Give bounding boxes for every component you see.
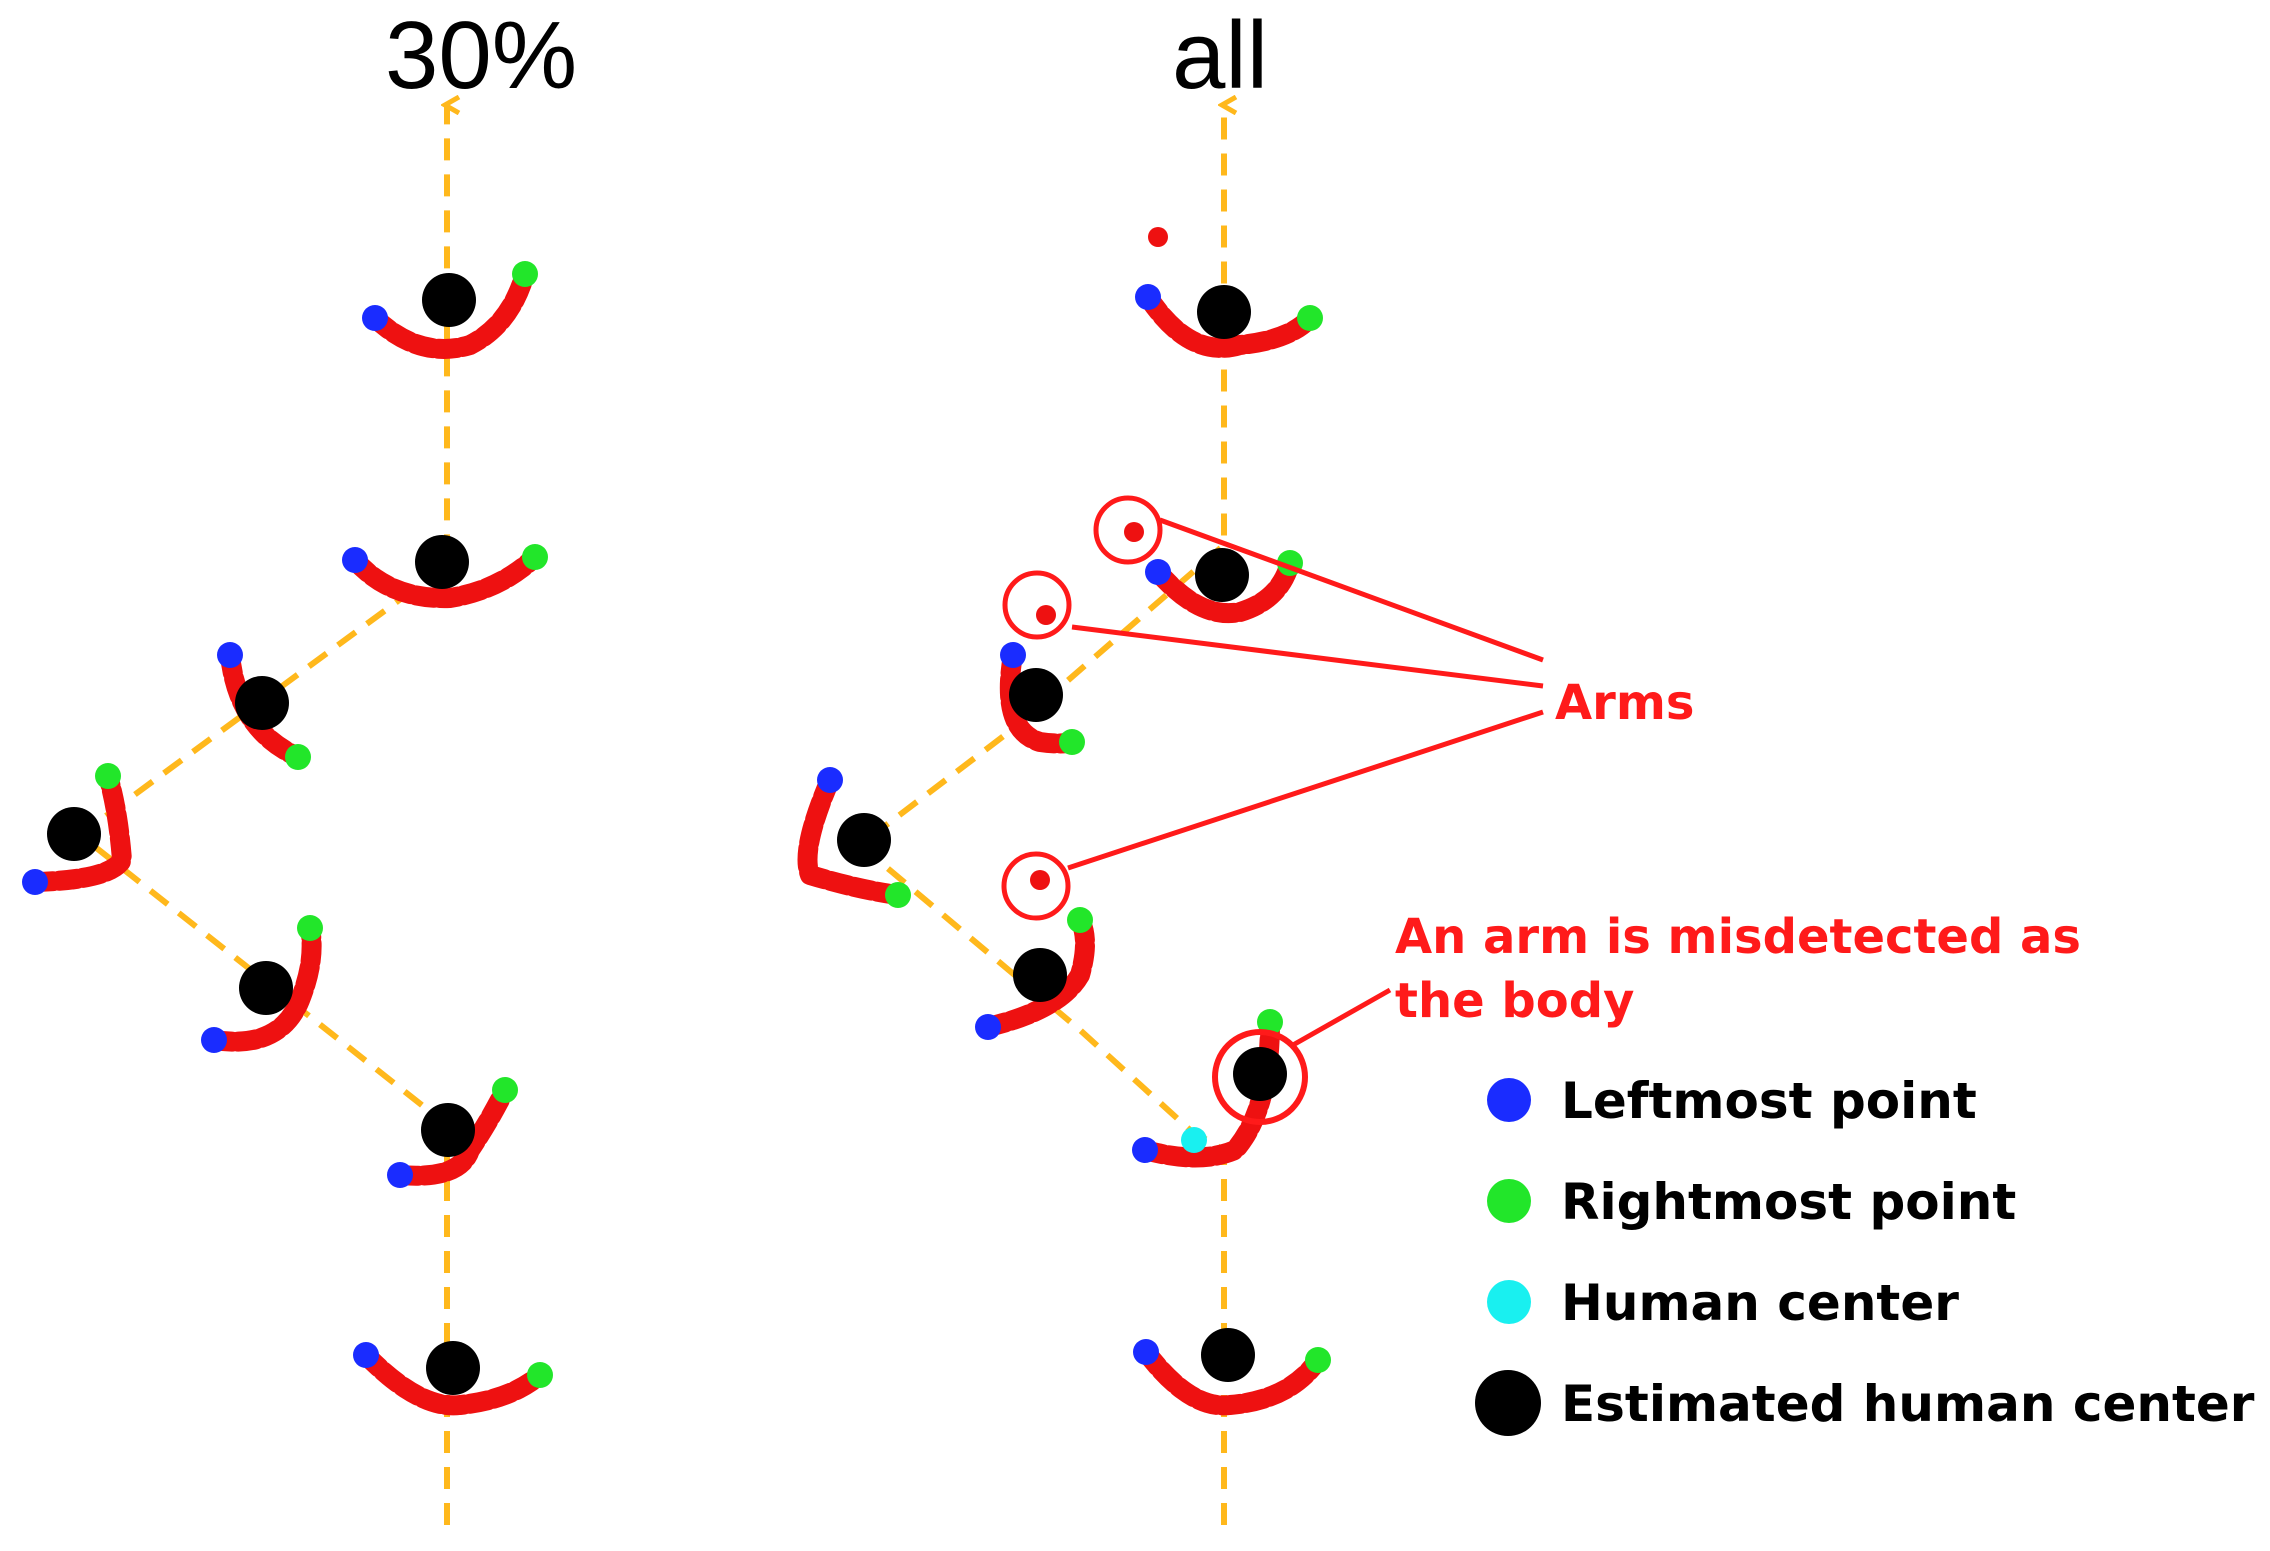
estimated-center-marker	[1233, 1047, 1287, 1101]
estimated-center-marker	[837, 813, 891, 867]
leftmost-marker	[1132, 1137, 1158, 1163]
person-position-14	[1133, 1328, 1331, 1416]
person-position-2	[342, 535, 548, 609]
rightmost-marker	[95, 763, 121, 789]
person-position-8	[1135, 284, 1323, 358]
leftmost-marker	[217, 642, 243, 668]
body-points	[1148, 553, 1300, 624]
arm-highlight-circle-2	[1002, 570, 1072, 640]
estimated-center-marker	[422, 273, 476, 327]
legend-label-estimated-center: Estimated human center	[1561, 1374, 2255, 1433]
column-title-30-percent: 30%	[385, 2, 578, 109]
person-position-5	[201, 915, 323, 1053]
highlight-layer	[1001, 495, 1544, 1125]
misdetection-pointer-line	[1291, 987, 1392, 1048]
rightmost-marker	[1305, 1347, 1331, 1373]
estimated-center-swatch	[1475, 1370, 1541, 1436]
trajectory-layer	[75, 105, 1224, 1525]
body-points	[797, 770, 908, 905]
estimated-center-marker	[415, 535, 469, 589]
misdetection-highlight-circle	[1212, 1029, 1308, 1125]
arm-highlight-circle-1	[1093, 495, 1163, 565]
rightmost-marker	[285, 744, 311, 770]
estimated-center-marker	[239, 961, 293, 1015]
column-title-all: all	[1172, 2, 1269, 109]
rightmost-marker	[527, 1362, 553, 1388]
rightmost-marker	[1297, 305, 1323, 331]
rightmost-marker	[297, 915, 323, 941]
leftmost-marker	[1133, 1339, 1159, 1365]
human-center-swatch	[1487, 1280, 1531, 1324]
body-points	[365, 264, 535, 359]
rightmost-marker	[1059, 729, 1085, 755]
legend-label-leftmost: Leftmost point	[1561, 1071, 1977, 1130]
leftmost-marker	[201, 1027, 227, 1053]
leftmost-marker	[817, 767, 843, 793]
leftmost-marker	[362, 305, 388, 331]
leftmost-marker	[353, 1342, 379, 1368]
body-points	[204, 918, 322, 1052]
legend-label-human-center: Human center	[1561, 1273, 1959, 1332]
arms-annotation: Arms	[1555, 675, 1695, 731]
leftmost-point-swatch	[1487, 1078, 1531, 1122]
estimated-center-marker	[1013, 948, 1067, 1002]
arms-pointer-line-1	[1159, 517, 1544, 663]
estimated-center-marker	[47, 807, 101, 861]
arm-fragment-3	[1036, 605, 1056, 625]
people-layer	[22, 227, 1331, 1416]
body-points	[1136, 1342, 1328, 1416]
person-position-13	[1132, 1009, 1287, 1168]
leftmost-marker	[975, 1014, 1001, 1040]
body-points	[345, 547, 545, 609]
person-position-6	[387, 1077, 518, 1188]
trajectory-30-percent	[75, 105, 447, 1525]
person-position-11	[797, 767, 911, 908]
rightmost-marker	[885, 882, 911, 908]
rightmost-marker	[522, 544, 548, 570]
rightmost-marker	[1257, 1009, 1283, 1035]
body-points	[390, 1080, 515, 1186]
rightmost-marker	[512, 261, 538, 287]
leftmost-marker	[22, 869, 48, 895]
estimated-center-marker	[426, 1341, 480, 1395]
estimated-center-marker	[1201, 1328, 1255, 1382]
estimated-center-marker	[1197, 285, 1251, 339]
person-position-7	[353, 1341, 553, 1416]
body-points	[1138, 287, 1320, 358]
estimated-center-marker	[421, 1103, 475, 1157]
person-position-12	[975, 907, 1095, 1040]
estimated-center-marker	[1195, 548, 1249, 602]
body-points	[356, 1345, 550, 1416]
arms-pointer-line-2	[1071, 624, 1544, 689]
arm-highlight-circle-3	[1001, 851, 1071, 921]
arm-fragment-2	[1124, 522, 1144, 542]
human-center-marker	[1181, 1127, 1207, 1153]
person-position-9	[1145, 548, 1303, 624]
leftmost-marker	[1000, 642, 1026, 668]
estimated-center-marker	[1009, 668, 1063, 722]
leftmost-marker	[342, 547, 368, 573]
arm-fragment-1	[1148, 227, 1168, 247]
rightmost-point-swatch	[1487, 1179, 1531, 1223]
person-position-3	[217, 642, 311, 770]
leftmost-marker	[1145, 559, 1171, 585]
rightmost-marker	[492, 1077, 518, 1103]
body-points	[978, 910, 1095, 1037]
person-position-1	[362, 261, 538, 359]
arms-pointer-line-3	[1067, 709, 1544, 871]
rightmost-marker	[1067, 907, 1093, 933]
person-position-4	[22, 763, 132, 895]
leftmost-marker	[1135, 284, 1161, 310]
arm-fragment-4	[1030, 870, 1050, 890]
misdetection-annotation: An arm is misdetected as the body	[1395, 909, 2081, 1029]
person-position-10	[999, 642, 1085, 755]
legend-label-rightmost: Rightmost point	[1561, 1172, 2017, 1231]
estimated-center-marker	[235, 676, 289, 730]
body-points	[25, 766, 132, 892]
leftmost-marker	[387, 1162, 413, 1188]
